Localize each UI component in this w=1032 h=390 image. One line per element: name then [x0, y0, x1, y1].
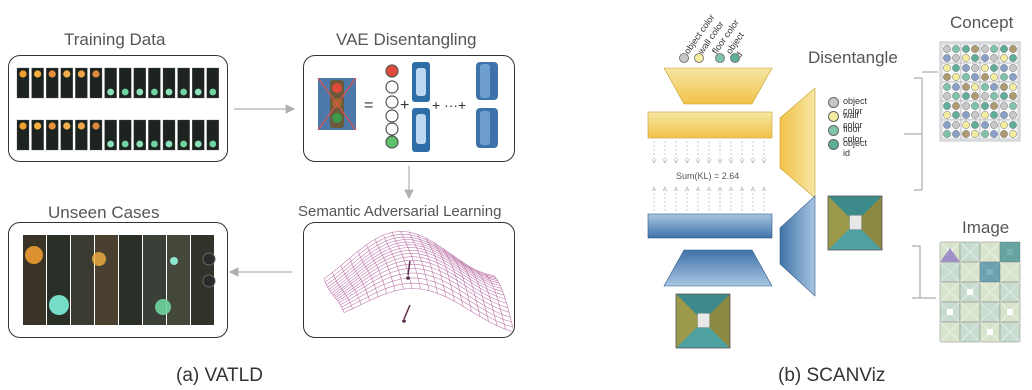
- concept-decoder-trapezoid: [779, 87, 816, 199]
- legend-label: object id: [843, 138, 868, 158]
- kl-arrows-down: [651, 141, 767, 164]
- input-scene-image: [675, 293, 731, 349]
- legend-swatch: [828, 125, 839, 136]
- image-latent-bar: [647, 213, 773, 239]
- reconstructed-scene-image: [827, 195, 883, 251]
- concept-encoder-trapezoid: [663, 67, 773, 105]
- image-encoder-trapezoid: [663, 249, 773, 287]
- concept-title: Concept: [950, 13, 1014, 32]
- training-data-panel: [8, 55, 228, 162]
- plus-ellipsis: + ···+: [432, 97, 467, 113]
- concept-grid: [939, 41, 1021, 142]
- image-bracket: [912, 245, 921, 299]
- equals-sign: =: [364, 97, 374, 114]
- semantic-adversarial-title: Semantic Adversarial Learning: [298, 203, 502, 220]
- unseen-traffic-lights: [23, 235, 216, 325]
- unseen-cases-title: Unseen Cases: [48, 203, 160, 222]
- plus-sign-1: +: [400, 97, 410, 114]
- training-data-title: Training Data: [64, 30, 166, 49]
- vatld-arrows: [228, 104, 414, 277]
- legend-swatch: [828, 111, 839, 122]
- disentangle-title: Disentangle: [808, 48, 898, 67]
- legend-label: object color: [843, 96, 868, 116]
- traffic-light-thumbnails: [16, 67, 219, 151]
- image-grid: [939, 241, 1021, 343]
- caption-scanviz: (b) SCANViz: [778, 365, 886, 386]
- scanviz-diagram: [647, 41, 1021, 349]
- vae-panel: = + + ···+: [303, 55, 515, 162]
- unseen-cases-panel: [8, 222, 228, 338]
- vae-disentangling-title: VAE Disentangling: [336, 30, 477, 49]
- kl-label: Sum(KL) = 2.64: [676, 171, 740, 181]
- concept-latent-bar: [647, 111, 773, 139]
- image-title: Image: [962, 218, 1010, 237]
- vae-diagram: [317, 62, 498, 152]
- legend-label: wall color: [843, 110, 863, 130]
- mesh-surface: [323, 230, 515, 333]
- caption-vatld: (a) VATLD: [176, 365, 263, 386]
- legend-swatch: [828, 139, 839, 150]
- adversarial-panel: [303, 222, 515, 338]
- image-decoder-trapezoid: [779, 195, 816, 297]
- legend-swatch: [828, 97, 839, 108]
- kl-arrows-up: [651, 186, 767, 211]
- latent-dots: [679, 53, 740, 63]
- legend-label: floor color: [843, 124, 863, 144]
